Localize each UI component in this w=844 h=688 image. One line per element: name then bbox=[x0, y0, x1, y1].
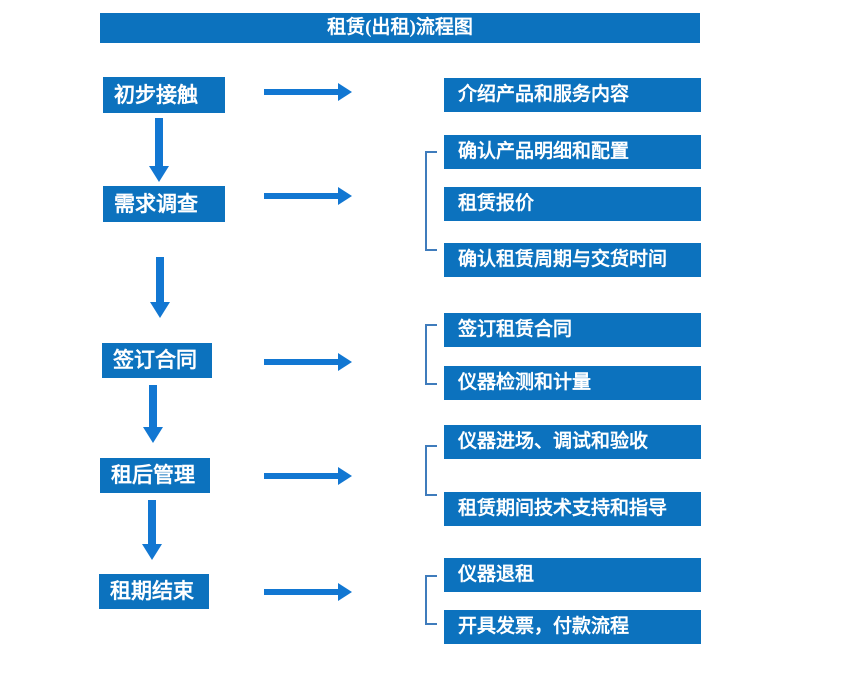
detail-box-invoice-payment: 开具发票，付款流程 bbox=[444, 610, 701, 644]
arrow-head-icon bbox=[338, 187, 352, 205]
right-arrow-5 bbox=[264, 583, 352, 601]
detail-box-technical-support: 租赁期间技术支持和指导 bbox=[444, 492, 701, 526]
arrow-head-icon bbox=[143, 427, 163, 443]
arrow-head-icon bbox=[338, 583, 352, 601]
arrow-shaft bbox=[264, 473, 338, 479]
arrow-shaft bbox=[264, 589, 338, 595]
down-arrow-2 bbox=[150, 257, 170, 318]
arrow-head-icon bbox=[142, 544, 162, 560]
detail-box-instrument-return: 仪器退租 bbox=[444, 558, 701, 592]
detail-box-confirm-product-details: 确认产品明细和配置 bbox=[444, 135, 701, 169]
stage-box-post-rental-management: 租后管理 bbox=[100, 458, 210, 493]
bracket-group-post-rental bbox=[425, 445, 437, 496]
detail-box-confirm-rental-period: 确认租赁周期与交货时间 bbox=[444, 243, 701, 277]
arrow-head-icon bbox=[338, 467, 352, 485]
detail-box-rental-quote: 租赁报价 bbox=[444, 187, 701, 221]
detail-box-instrument-testing: 仪器检测和计量 bbox=[444, 366, 701, 400]
down-arrow-1 bbox=[149, 118, 169, 182]
right-arrow-2 bbox=[264, 187, 352, 205]
arrow-shaft bbox=[264, 89, 338, 95]
arrow-shaft bbox=[156, 257, 164, 302]
arrow-shaft bbox=[148, 500, 156, 544]
arrow-shaft bbox=[149, 385, 157, 427]
flowchart-title: 租赁(出租)流程图 bbox=[100, 13, 700, 43]
arrow-head-icon bbox=[150, 302, 170, 318]
stage-box-initial-contact: 初步接触 bbox=[103, 77, 225, 113]
bracket-group-rental-end bbox=[425, 575, 437, 625]
down-arrow-4 bbox=[142, 500, 162, 560]
stage-box-sign-contract: 签订合同 bbox=[102, 343, 212, 378]
arrow-shaft bbox=[264, 193, 338, 199]
down-arrow-3 bbox=[143, 385, 163, 443]
arrow-head-icon bbox=[338, 353, 352, 371]
right-arrow-3 bbox=[264, 353, 352, 371]
arrow-head-icon bbox=[149, 166, 169, 182]
stage-box-needs-survey: 需求调查 bbox=[103, 186, 225, 222]
detail-box-instrument-setup-acceptance: 仪器进场、调试和验收 bbox=[444, 425, 701, 459]
stage-box-rental-end: 租期结束 bbox=[99, 574, 209, 609]
detail-box-introduce-products: 介绍产品和服务内容 bbox=[444, 78, 701, 112]
arrow-shaft bbox=[264, 359, 338, 365]
bracket-group-sign-contract bbox=[425, 324, 437, 385]
bracket-group-needs-survey bbox=[425, 151, 437, 251]
right-arrow-1 bbox=[264, 83, 352, 101]
arrow-head-icon bbox=[338, 83, 352, 101]
right-arrow-4 bbox=[264, 467, 352, 485]
detail-box-sign-rental-contract: 签订租赁合同 bbox=[444, 313, 701, 347]
arrow-shaft bbox=[155, 118, 163, 166]
